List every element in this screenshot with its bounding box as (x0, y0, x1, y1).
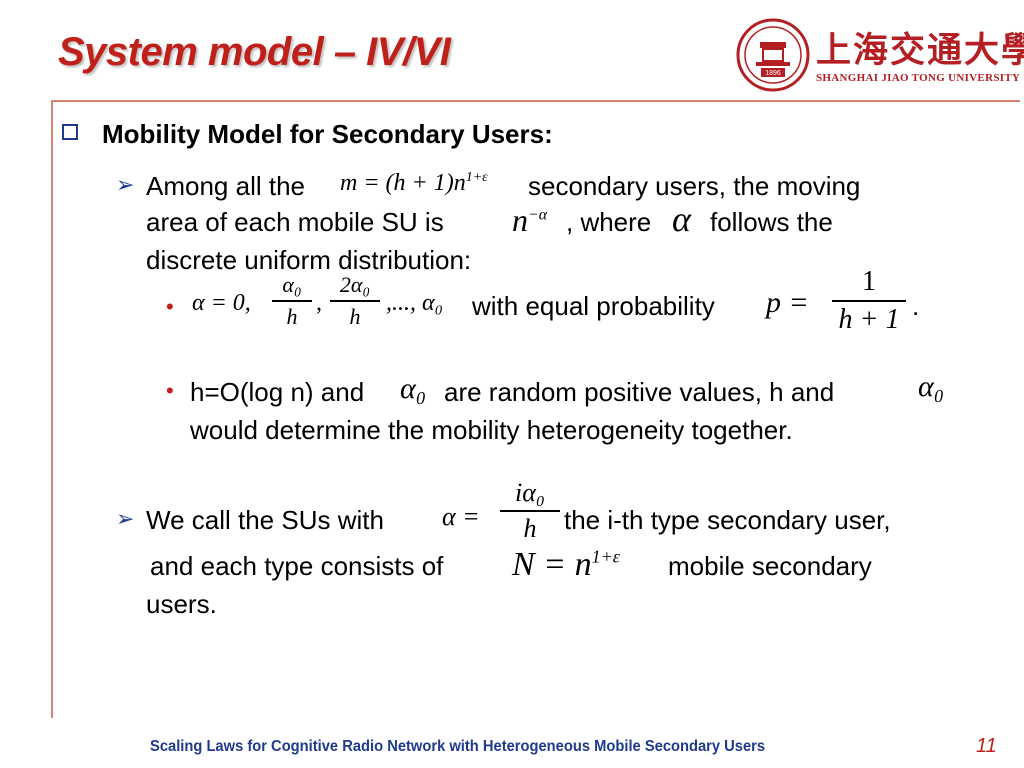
b1-line2-b: , where (566, 207, 652, 237)
logo-english-name: SHANGHAI JIAO TONG UNIVERSITY (816, 72, 1021, 84)
b1-line1-b: secondary users, the moving (528, 171, 861, 201)
b2-math-N: N = n1+ε (512, 546, 620, 583)
square-bullet-icon (62, 124, 78, 140)
b2-line2-b: mobile secondary (668, 551, 872, 581)
s1-math-p: p = (766, 286, 809, 319)
university-logo: 1896 上海交通大學 SHANGHAI JIAO TONG UNIVERSIT… (736, 18, 1024, 94)
s2-math-alpha0b: α₀ (918, 370, 945, 403)
b2-math-alpha: α = (442, 502, 480, 531)
arrow-bullet-icon: ➢ (116, 506, 135, 531)
s2-line2: would determine the mobility heterogenei… (190, 415, 793, 445)
s2-line1-b: are random positive values, h and (444, 377, 835, 407)
seal-year: 1896 (765, 70, 781, 77)
s1-comma: , (316, 290, 322, 316)
university-seal-icon: 1896 (736, 18, 810, 92)
b2-line1-b: the i-th type secondary user, (564, 505, 891, 535)
s1-text: with equal probability (472, 291, 715, 321)
footer-text: Scaling Laws for Cognitive Radio Network… (150, 738, 766, 755)
b1-math-alpha: α (672, 199, 691, 239)
s2-math-alpha0: α₀ (400, 372, 427, 405)
b2-line3: users. (146, 589, 217, 619)
s2-line1-a: h=O(log n) and (190, 377, 365, 407)
b2-line1-a: We call the SUs with (146, 505, 384, 535)
b1-math-n: n−α (512, 202, 548, 238)
s1-math-tail: ,..., α₀ (386, 290, 443, 316)
b1-line2-a: area of each mobile SU is (146, 207, 444, 237)
b1-math-m: m = (h + 1)n1+ε (340, 170, 488, 196)
s1-math-alpha: α = 0, (192, 290, 251, 316)
dot-bullet-icon: • (166, 294, 174, 319)
b1-line1-a: Among all the (146, 171, 305, 201)
b1-line2-c: follows the (710, 207, 833, 237)
header-rule (52, 100, 1020, 102)
slide-title: System model – IV/VI (58, 30, 451, 74)
arrow-bullet-icon: ➢ (116, 172, 135, 197)
page-number: 11 (976, 735, 997, 757)
section-heading: Mobility Model for Secondary Users: (102, 119, 553, 149)
b1-line3: discrete uniform distribution: (146, 245, 472, 275)
logo-chinese-name: 上海交通大學 (816, 30, 1024, 71)
dot-bullet-icon: • (166, 378, 174, 403)
s1-period: . (912, 291, 920, 321)
b2-line2-a: and each type consists of (150, 551, 444, 581)
side-rule (51, 100, 53, 718)
